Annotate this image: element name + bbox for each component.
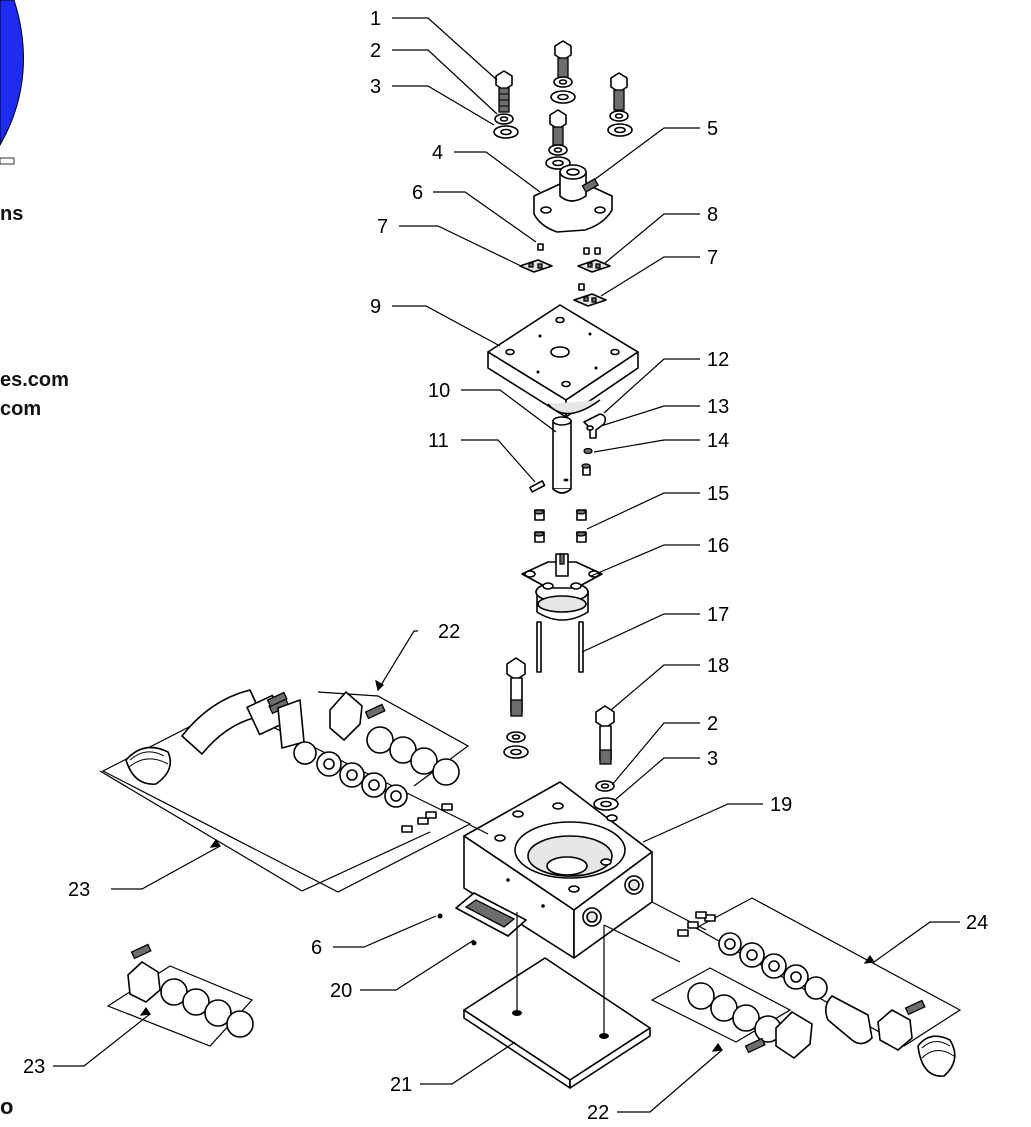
part-12-14-small [581, 413, 607, 476]
logo-fragment [0, 0, 24, 165]
callout-6b: 6 [311, 937, 322, 959]
callout-7: 7 [377, 216, 388, 238]
callout-3b: 3 [707, 748, 718, 770]
callout-21: 21 [390, 1074, 412, 1096]
callout-10: 10 [428, 380, 450, 402]
callout-12: 12 [707, 349, 729, 371]
callout-24: 24 [966, 912, 988, 934]
left-fitting-assembly [99, 689, 489, 893]
callout-15: 15 [707, 483, 729, 505]
right-fitting-assembly [603, 897, 962, 1077]
part-5-setscrew [581, 178, 599, 193]
callout-22b: 22 [587, 1102, 609, 1124]
callout-8: 8 [707, 204, 718, 226]
callout-2: 2 [370, 40, 381, 62]
callout-6: 6 [412, 182, 423, 204]
callout-11: 11 [428, 430, 449, 452]
part-17-pins [536, 621, 584, 673]
part-15-fittings [533, 509, 587, 543]
side-text-2: es.com [0, 369, 69, 391]
side-text-1: ns [0, 203, 24, 225]
part-21-base-plate [463, 912, 651, 1089]
callout-2b: 2 [707, 713, 718, 735]
callout-9: 9 [370, 296, 381, 318]
callout-16: 16 [707, 535, 729, 557]
callout-18: 18 [707, 655, 729, 677]
part-6-7-8-clips [519, 243, 611, 307]
bolt-18 [593, 705, 619, 811]
callout-7b: 7 [707, 247, 718, 269]
part-4-housing [533, 164, 613, 233]
part-9-plate [487, 304, 639, 418]
side-text-4: o [0, 1094, 14, 1119]
callout-1: 1 [370, 8, 381, 30]
bolt-top-center [550, 40, 576, 104]
callout-3: 3 [370, 76, 381, 98]
bolt-top-right [607, 72, 633, 137]
part-10-shaft [552, 416, 572, 494]
callout-23a: 23 [68, 879, 90, 901]
callout-20: 20 [330, 980, 352, 1002]
callout-17: 17 [707, 604, 729, 626]
part-19-block [463, 781, 653, 959]
callout-leaders [53, 17, 960, 1113]
callout-5: 5 [707, 118, 718, 140]
callout-23b: 23 [23, 1056, 45, 1078]
callout-22a: 22 [438, 621, 460, 643]
part-16-motor [521, 553, 603, 621]
callout-19: 19 [770, 794, 792, 816]
callout-13: 13 [707, 396, 729, 418]
part-11-pin [529, 480, 546, 493]
callout-4: 4 [432, 142, 443, 164]
bolt-bottom-left [503, 657, 529, 759]
spare-plug-set [106, 943, 254, 1047]
part-20-nameplate [437, 892, 527, 946]
bolt-1 [493, 70, 519, 139]
callout-labels: 1 2 3 4 5 6 7 8 7 9 10 11 12 13 14 15 16… [23, 8, 988, 1124]
bolt-top-mid [545, 109, 571, 170]
side-text-3: com [0, 398, 42, 420]
callout-14: 14 [707, 430, 729, 452]
